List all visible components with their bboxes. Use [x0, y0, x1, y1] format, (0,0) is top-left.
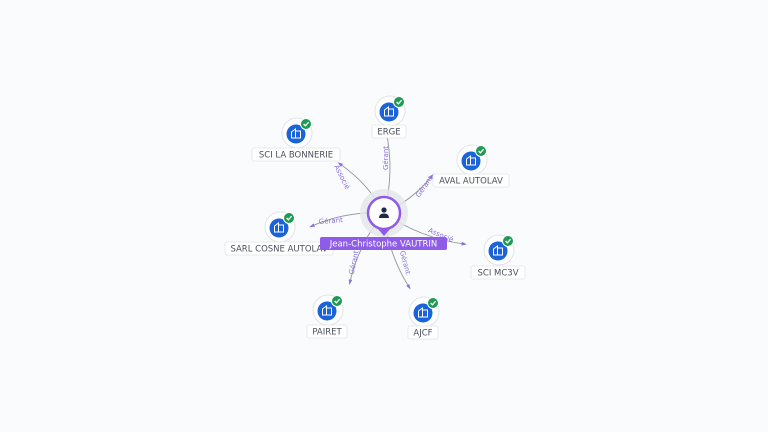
verified-check-icon [393, 96, 405, 108]
company-label-background [407, 325, 439, 340]
building-icon [418, 307, 428, 318]
center-person-name: Jean-Christophe VAUTRIN [329, 240, 438, 250]
verified-check-icon [283, 212, 295, 224]
building-icon [291, 128, 301, 139]
edge-relation-label: Associé [332, 163, 351, 190]
company-node-sarl-cosne-autolav[interactable]: SARL COSNE AUTOLAV [224, 211, 334, 256]
center-person-node[interactable]: Jean-Christophe VAUTRIN [320, 189, 447, 250]
company-name: AJCF [413, 329, 432, 339]
person-icon [379, 207, 389, 218]
edge-arrow [406, 284, 411, 290]
edge-arrow [337, 162, 343, 167]
center-pin-tip [378, 229, 390, 236]
center-label-background [320, 237, 447, 250]
company-node-pairet[interactable]: PAIRET [306, 294, 348, 339]
company-label-background [470, 265, 526, 280]
company-node-sci-la-bonnerie[interactable]: SCI LA BONNERIE [251, 117, 341, 162]
building-icon [384, 106, 394, 117]
company-node-ajcf[interactable]: AJCF [407, 296, 440, 340]
company-label-background [371, 124, 407, 139]
company-name: SARL COSNE AUTOLAV [230, 245, 327, 255]
building-icon [274, 222, 284, 233]
verified-check-icon [427, 297, 439, 309]
building-icon [322, 305, 332, 316]
edge-arrow [461, 241, 467, 246]
verified-check-icon [475, 145, 487, 157]
center-ring [366, 195, 402, 231]
company-name: SCI LA BONNERIE [259, 151, 333, 161]
company-name: PAIRET [312, 328, 342, 338]
company-label-background [251, 147, 341, 162]
company-name: AVAL AUTOLAV [439, 177, 503, 187]
edge-relation-label: Gérant [414, 174, 435, 199]
company-label-background [432, 173, 510, 188]
building-icon [466, 155, 476, 166]
verified-check-icon [331, 295, 343, 307]
verified-check-icon [502, 235, 514, 247]
edge-relation-label: Gérant [318, 216, 343, 226]
company-node-aval-autolav[interactable]: AVAL AUTOLAV [432, 144, 510, 188]
graph-nodes: ERGE SCI LA BONNERIE AVAL AUTOLAV SARL COSN… [224, 95, 526, 340]
edge-relation-label: Gérant [348, 250, 361, 275]
company-label-background [306, 324, 348, 339]
company-name: SCI MC3V [477, 269, 518, 279]
company-node-sci-mc3v[interactable]: SCI MC3V [470, 234, 526, 280]
edge-arrow [429, 173, 434, 179]
edge-arrow [348, 279, 353, 285]
edge-relation-label: Gérant [382, 146, 390, 170]
building-icon [493, 245, 503, 256]
company-node-erge[interactable]: ERGE [371, 95, 407, 139]
verified-check-icon [300, 118, 312, 130]
company-name: ERGE [377, 128, 400, 138]
edge-arrow [309, 223, 315, 228]
